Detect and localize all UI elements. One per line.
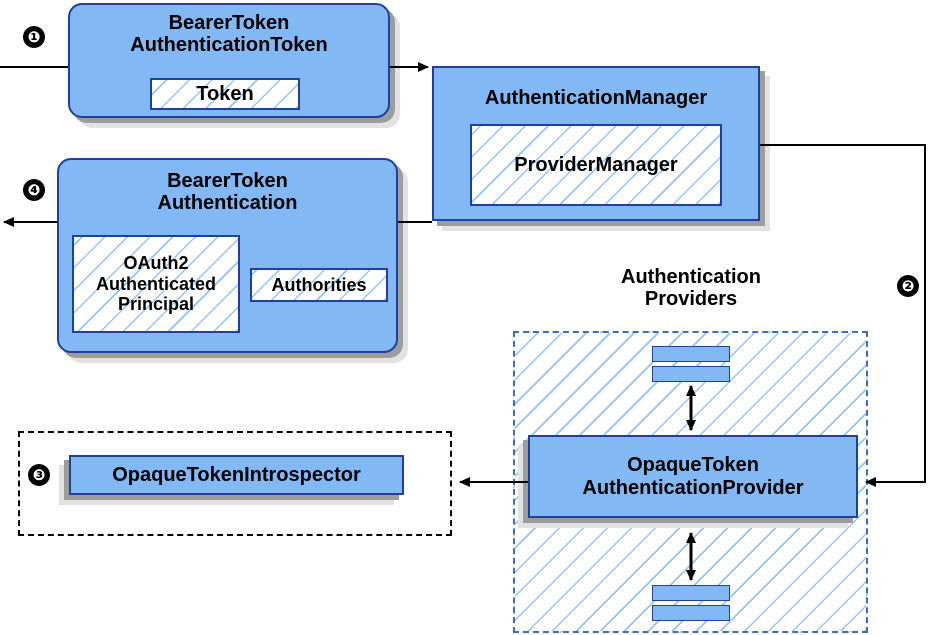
token-label: Token <box>196 82 254 105</box>
opaque-token-authentication-provider-box[interactable]: OpaqueToken AuthenticationProvider <box>528 435 858 518</box>
opaque-token-introspector-box[interactable]: OpaqueTokenIntrospector <box>69 455 404 495</box>
bearer-token-authentication-token-title-line2: AuthenticationToken <box>130 34 328 57</box>
authentication-manager-title: AuthenticationManager <box>484 87 708 109</box>
authentication-providers-caption-line2: Providers <box>644 288 738 311</box>
authorities-box[interactable]: Authorities <box>250 268 388 302</box>
provider-stack-bottom-bar-1 <box>652 585 730 601</box>
token-inner-box[interactable]: Token <box>150 78 300 110</box>
provider-stack-top-bar-1 <box>652 346 730 362</box>
badge-step-2: ❷ <box>897 275 919 297</box>
authorities-label: Authorities <box>271 274 367 295</box>
badge-step-3: ❸ <box>28 464 50 486</box>
badge-step-1: ❶ <box>23 26 45 48</box>
provider-manager-label: ProviderManager <box>514 153 678 176</box>
authentication-providers-caption-line1: Authentication <box>621 266 761 288</box>
bearer-token-authentication-token-box[interactable]: BearerToken AuthenticationToken <box>68 3 390 118</box>
principal-line3: Principal <box>117 294 195 315</box>
principal-line2: Authenticated <box>95 273 216 294</box>
opaque-token-authentication-provider-line2: AuthenticationProvider <box>582 476 804 499</box>
bearer-token-authentication-token-title-line1: BearerToken <box>168 12 290 34</box>
oauth2-authenticated-principal-box[interactable]: OAuth2 Authenticated Principal <box>72 235 240 333</box>
provider-stack-top-bar-2 <box>652 366 730 382</box>
opaque-token-authentication-provider-line1: OpaqueToken <box>627 454 759 477</box>
badge-step-4: ❹ <box>23 179 45 201</box>
opaque-token-introspector-label: OpaqueTokenIntrospector <box>112 463 361 486</box>
bearer-token-authentication-title-line2: Authentication <box>157 192 298 215</box>
provider-manager-inner-box[interactable]: ProviderManager <box>470 124 722 206</box>
principal-line1: OAuth2 <box>123 252 189 273</box>
provider-stack-bottom-bar-2 <box>652 605 730 621</box>
bearer-token-authentication-title-line1: BearerToken <box>167 170 288 192</box>
authentication-providers-caption: Authentication Providers <box>571 266 811 311</box>
